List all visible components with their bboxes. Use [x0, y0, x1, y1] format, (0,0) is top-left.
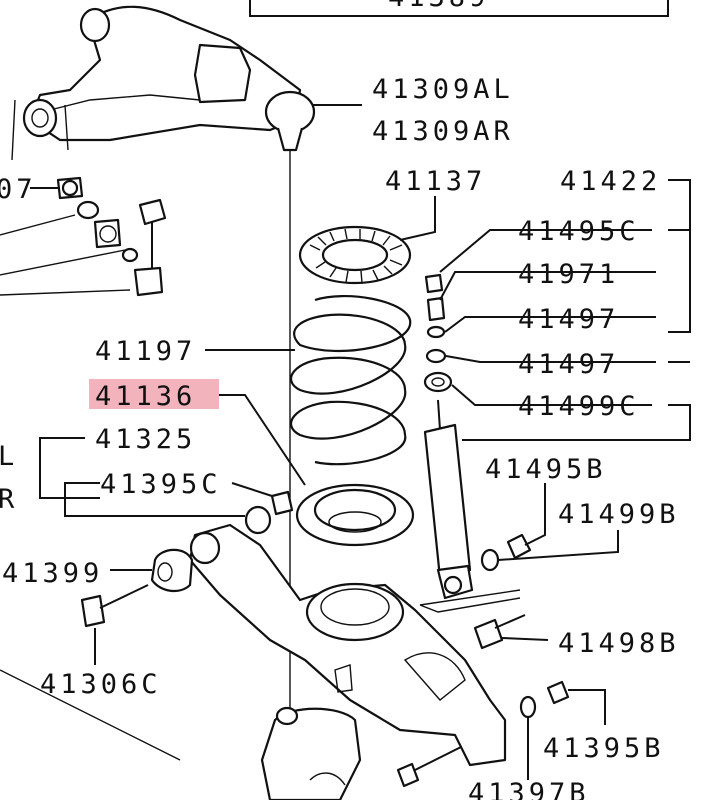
bushing-and-bolt: [80, 548, 194, 628]
stabilizer-link-parts: [0, 99, 167, 297]
label-top-cut[interactable]: 41389: [388, 0, 489, 13]
steering-knuckle: [260, 706, 362, 800]
spring-seat-upper: [298, 225, 412, 285]
label-left-cut-L[interactable]: L: [0, 441, 18, 472]
label-41137[interactable]: 41137: [385, 166, 486, 197]
label-41197[interactable]: 41197: [95, 336, 196, 367]
label-41498B[interactable]: 41498B: [558, 628, 680, 659]
reference-line: [0, 669, 181, 761]
label-41497-a[interactable]: 41497: [518, 304, 619, 335]
label-41395C[interactable]: 41395C: [100, 469, 222, 500]
part-labels: 41309AL 41309AR 41137 41422 41495C 41971…: [0, 74, 680, 800]
label-41309AL[interactable]: 41309AL: [372, 74, 514, 105]
label-41395B[interactable]: 41395B: [543, 733, 665, 764]
label-41136[interactable]: 41136: [95, 381, 196, 412]
label-41399[interactable]: 41399: [2, 558, 103, 589]
highlight-41136: [89, 379, 219, 409]
spring-seat-lower: [295, 483, 415, 547]
lower-control-arm: [188, 490, 507, 767]
label-41306C[interactable]: 41306C: [40, 669, 162, 700]
label-41499C[interactable]: 41499C: [518, 391, 640, 422]
top-callout-box: [249, 0, 669, 17]
label-left-cut-R[interactable]: R: [0, 484, 18, 515]
fasteners-right: [396, 533, 570, 788]
label-41309AR[interactable]: 41309AR: [372, 116, 514, 147]
coil-spring: [289, 294, 412, 466]
label-41495C[interactable]: 41495C: [518, 216, 640, 247]
label-41497-b[interactable]: 41497: [518, 349, 619, 380]
label-41325[interactable]: 41325: [95, 424, 196, 455]
label-41499B[interactable]: 41499B: [558, 499, 680, 530]
label-41971[interactable]: 41971: [518, 259, 619, 290]
upper-control-arm: [22, 5, 316, 720]
label-left-cut-07[interactable]: 07: [0, 174, 37, 205]
shock-absorber: [423, 273, 474, 600]
label-41397B[interactable]: 41397B: [468, 778, 590, 800]
label-41495B[interactable]: 41495B: [485, 454, 607, 485]
label-41422[interactable]: 41422: [560, 166, 661, 197]
